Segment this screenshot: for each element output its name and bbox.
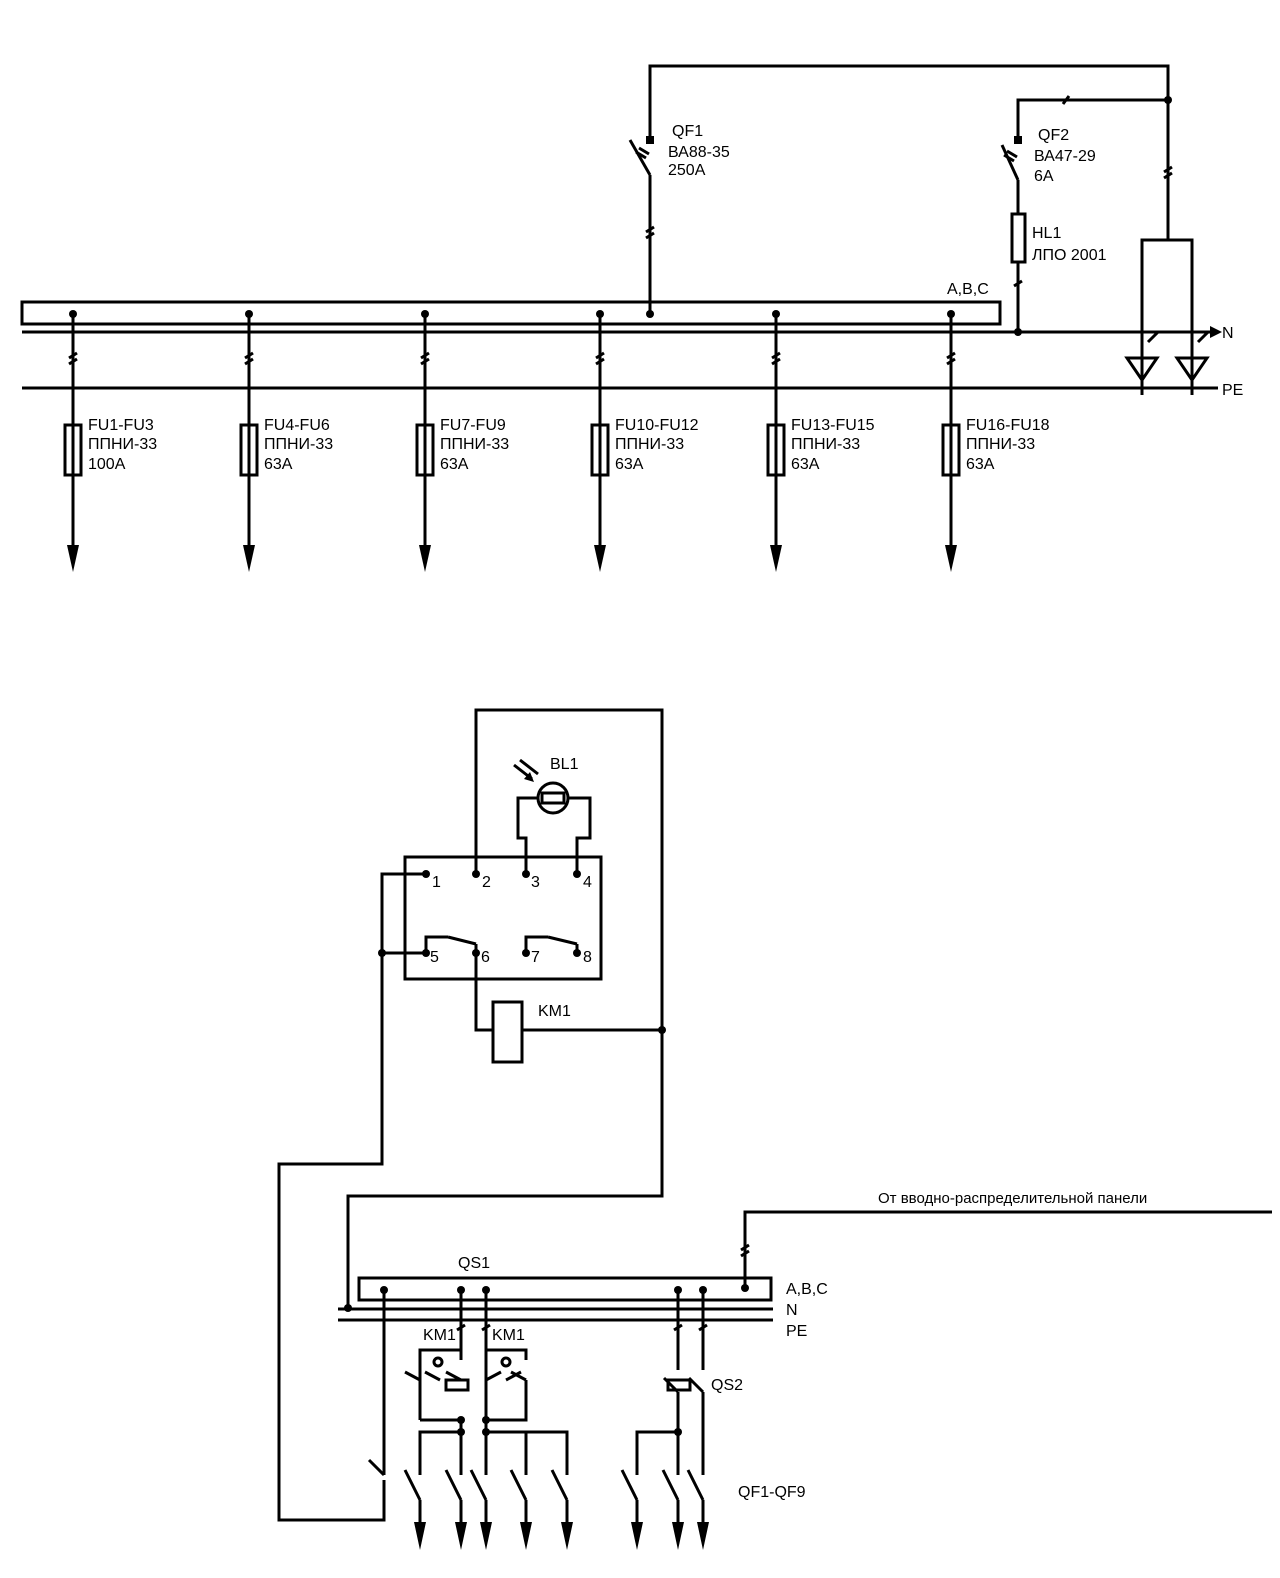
qf2-rating: 6А — [1034, 168, 1054, 185]
qs1-busbar: QS1 A,B,C N PE — [338, 1255, 828, 1340]
feeder-1-type: ППНИ-33 — [88, 436, 157, 453]
feeder-2-name: FU4-FU6 — [264, 417, 330, 434]
qf-breaker-6 — [550, 1469, 573, 1550]
bottom-bus-label: A,B,C — [786, 1281, 828, 1298]
feeder-5-rating: 63А — [791, 456, 820, 473]
feeder-1: FU1-FU3 ППНИ-33 100А — [63, 310, 157, 572]
wire-tick — [1061, 95, 1071, 105]
terminal-3: 3 — [531, 874, 540, 891]
device-box — [1124, 238, 1212, 395]
qf1-type: ВА88-35 — [668, 144, 730, 161]
control-loop-wire — [346, 708, 664, 1308]
tap-wire — [418, 1430, 461, 1475]
hl1-type: ЛПО 2001 — [1032, 247, 1107, 264]
qf2-name: QF2 — [1038, 127, 1069, 144]
qf-breaker-group: QF1-QF9 — [367, 1458, 806, 1550]
terminal-6: 6 — [481, 949, 490, 966]
qs2-label: QS2 — [711, 1377, 743, 1394]
qf2-feed-wire — [1016, 98, 1168, 140]
km1-a-label: KM1 — [423, 1327, 456, 1344]
feeder-1-name: FU1-FU3 — [88, 417, 154, 434]
bottom-n-label: N — [786, 1302, 798, 1319]
feeder-2: FU4-FU6 ППНИ-33 63А — [239, 310, 333, 572]
bl1-label: BL1 — [550, 756, 579, 773]
qs2-switch: QS2 — [662, 1286, 743, 1475]
bottom-pe-label: PE — [786, 1323, 807, 1340]
bottom-schematic: BL1 1 2 3 4 5 6 7 — [277, 708, 1272, 1550]
qf-breaker-7 — [620, 1469, 643, 1550]
qf2-type: ВА47-29 — [1034, 148, 1096, 165]
qf-breaker-5 — [509, 1469, 532, 1550]
wire-tick — [1163, 165, 1173, 180]
feeder-6-type: ППНИ-33 — [966, 436, 1035, 453]
qf1-breaker: QF1 ВА88-35 250А — [628, 123, 730, 318]
terminal-8: 8 — [583, 949, 592, 966]
feeder-3: FU7-FU9 ППНИ-33 63А — [415, 310, 509, 572]
junction-dot — [674, 1428, 682, 1436]
junction-dot — [457, 1428, 465, 1436]
n-arrow — [1210, 326, 1222, 338]
source-label: От вводно-распределительной панели — [878, 1190, 1147, 1207]
feeder-2-type: ППНИ-33 — [264, 436, 333, 453]
feeder-4-name: FU10-FU12 — [615, 417, 699, 434]
wire-tick — [740, 1243, 750, 1258]
feed-wire — [648, 64, 1170, 240]
tap-wire — [486, 1430, 528, 1475]
feeder-6-name: FU16-FU18 — [966, 417, 1050, 434]
feeder-5-name: FU13-FU15 — [791, 417, 875, 434]
busbar-abc — [20, 300, 1002, 326]
feeder-3-type: ППНИ-33 — [440, 436, 509, 453]
bl1-photo-sensor: BL1 — [513, 756, 592, 874]
tap-wire — [635, 1430, 678, 1475]
km1-contactor-b: KM1 — [481, 1286, 528, 1475]
hl1-lamp: HL1 ЛПО 2001 — [1010, 212, 1107, 336]
qf-breaker-8 — [661, 1469, 684, 1550]
qf-breaker-2 — [403, 1469, 426, 1550]
feeder-5: FU13-FU15 ППНИ-33 63А — [766, 310, 875, 572]
qf1-name: QF1 — [672, 123, 703, 140]
feeder-6: FU16-FU18 ППНИ-33 63А — [941, 310, 1050, 572]
qf2-breaker: QF2 ВА47-29 6А — [1000, 127, 1096, 214]
km1-coil: KM1 — [474, 953, 662, 1064]
terminal-1: 1 — [432, 874, 441, 891]
feeder-3-rating: 63А — [440, 456, 469, 473]
km1-coil-label: KM1 — [538, 1003, 571, 1020]
supply-wire — [743, 1210, 1272, 1288]
feeder-4: FU10-FU12 ППНИ-33 63А — [590, 310, 699, 572]
qs1-label: QS1 — [458, 1255, 490, 1272]
qf-breaker-4 — [469, 1469, 492, 1550]
qf-breaker-3 — [444, 1469, 467, 1550]
feeder-4-type: ППНИ-33 — [615, 436, 684, 453]
terminal-5: 5 — [430, 949, 439, 966]
hl1-name: HL1 — [1032, 225, 1061, 242]
feeder-3-name: FU7-FU9 — [440, 417, 506, 434]
feeder-4-rating: 63А — [615, 456, 644, 473]
tap-wire — [526, 1430, 569, 1475]
qf1-rating: 250А — [668, 162, 706, 179]
terminal-7: 7 — [531, 949, 540, 966]
pe-label: PE — [1222, 382, 1243, 399]
terminal-2: 2 — [482, 874, 491, 891]
feeder-2-rating: 63А — [264, 456, 293, 473]
relay-module: 1 2 3 4 5 6 7 8 — [403, 855, 603, 981]
feeder-1-rating: 100А — [88, 456, 126, 473]
qf-group-label: QF1-QF9 — [738, 1484, 806, 1501]
bus-label: A,B,C — [947, 281, 989, 298]
feeder-5-type: ППНИ-33 — [791, 436, 860, 453]
qf-breaker-9 — [686, 1469, 709, 1550]
terminal-1-wire — [277, 872, 426, 1522]
junction-dot — [378, 949, 386, 957]
km1-b-label: KM1 — [492, 1327, 525, 1344]
feeder-6-rating: 63А — [966, 456, 995, 473]
km1-contactor-a: KM1 — [404, 1286, 470, 1475]
top-schematic: A,B,C N PE QF1 ВА88-35 250А QF2 ВА — [20, 64, 1243, 572]
qf-breaker-1 — [367, 1458, 386, 1500]
terminal-4: 4 — [583, 874, 592, 891]
n-label: N — [1222, 325, 1234, 342]
junction-dot — [482, 1428, 490, 1436]
